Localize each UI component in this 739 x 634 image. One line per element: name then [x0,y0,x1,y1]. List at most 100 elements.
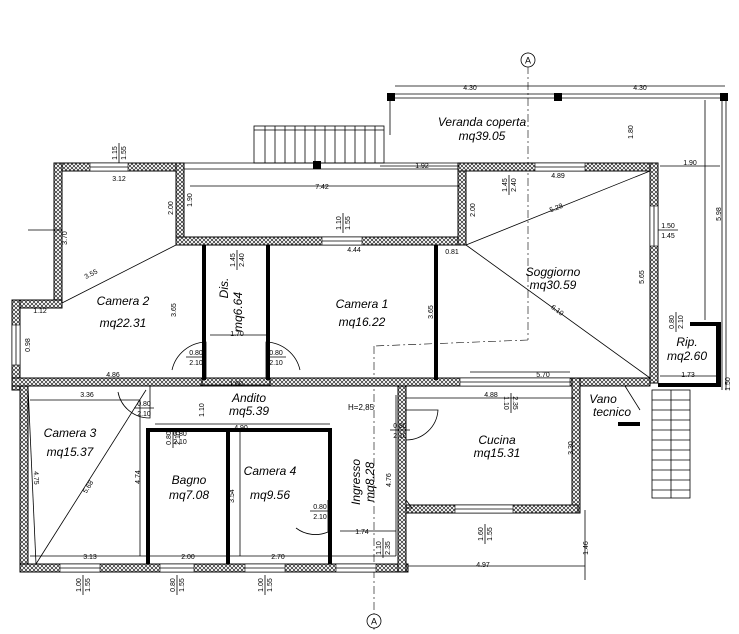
opening-label: 1.00 1.55 [258,575,274,595]
svg-text:3.13: 3.13 [83,554,97,561]
svg-text:2.10: 2.10 [393,433,407,440]
svg-text:0.80: 0.80 [166,431,173,445]
svg-text:1.00: 1.00 [258,578,265,592]
svg-text:2.10: 2.10 [173,439,187,446]
room-cucina: Cucina mq15.31 [474,433,521,460]
svg-text:2.40: 2.40 [511,178,518,192]
svg-text:3.55: 3.55 [84,268,99,280]
diagonals [27,170,651,565]
room-name: Cucina [478,433,516,447]
svg-text:5.65: 5.65 [639,270,646,284]
svg-text:7.42: 7.42 [315,184,329,191]
svg-text:1.15: 1.15 [112,146,119,160]
svg-text:1.70: 1.70 [230,331,244,338]
svg-text:0.80: 0.80 [313,504,327,511]
stairs-top [253,125,385,164]
opening-label: 0.80 1.55 [170,575,186,595]
svg-text:2.10: 2.10 [175,431,182,445]
room-name: Dis. [217,278,231,299]
svg-text:1.46: 1.46 [583,541,590,555]
svg-text:2.35: 2.35 [511,396,518,410]
room-area: mq2.60 [667,349,707,363]
room-dis: Dis. mq6.64 [217,278,245,332]
room-name: Camera 3 [44,426,97,440]
room-name: Vano [589,392,617,406]
svg-text:1.00: 1.00 [76,578,83,592]
room-area: mq15.37 [47,445,95,459]
opening-label: 1.45 2.40 [230,250,246,270]
svg-text:4.97: 4.97 [476,562,490,569]
pillar [387,93,395,101]
svg-text:0.80: 0.80 [269,350,283,357]
opening-label: 1.60 1.55 [478,524,494,544]
opening-label: 0.80 2.10 [669,312,685,332]
room-name: Ingresso [349,459,363,505]
svg-text:4.86: 4.86 [106,372,120,379]
svg-text:1.45: 1.45 [661,233,675,240]
room-area: mq39.05 [459,129,506,143]
svg-text:0.80: 0.80 [669,315,676,329]
opening-label: 2.35 1.10 [502,393,518,413]
svg-text:1.10: 1.10 [376,541,383,555]
room-area: mq8.28 [363,462,377,502]
room-area: mq30.59 [530,278,577,292]
svg-text:4.30: 4.30 [463,85,477,92]
doors [117,341,641,535]
opening-label: 0.80 2.10 [390,423,410,440]
svg-text:2.35: 2.35 [385,541,392,555]
room-name: Camera 2 [97,294,150,308]
veranda [180,93,728,390]
walls [11,162,659,573]
svg-text:1.55: 1.55 [267,578,274,592]
svg-text:4.90: 4.90 [234,425,248,432]
room-area: mq9.56 [250,488,290,502]
svg-text:1.55: 1.55 [85,578,92,592]
svg-text:0.80: 0.80 [393,423,407,430]
svg-text:1.92: 1.92 [415,163,429,170]
pillar [720,93,728,101]
room-camera4: Camera 4 mq9.56 [244,464,297,502]
room-soggiorno: Soggiorno mq30.59 [526,265,581,292]
svg-text:1.10: 1.10 [336,216,343,230]
svg-text:4.44: 4.44 [347,247,361,254]
room-name: Bagno [172,473,207,487]
svg-text:1.73: 1.73 [681,372,695,379]
svg-text:3.12: 3.12 [112,176,126,183]
svg-text:1.60: 1.60 [478,527,485,541]
svg-text:2.00: 2.00 [168,201,175,215]
svg-text:0.80: 0.80 [173,431,187,438]
opening-label: 0.80 2.10 [266,350,286,367]
opening-label: 0.80 2.10 [310,504,330,521]
room-name: Veranda coperta [438,115,527,129]
svg-text:2.00: 2.00 [181,554,195,561]
ceiling-height-label: H=2,85 [348,403,375,412]
pillar [313,161,321,169]
svg-text:5.98: 5.98 [716,207,723,221]
svg-text:4.88: 4.88 [484,392,498,399]
svg-text:2.10: 2.10 [678,315,685,329]
svg-text:1.90: 1.90 [187,193,194,207]
svg-text:1.80: 1.80 [628,125,635,139]
svg-text:0.98: 0.98 [25,338,32,352]
svg-text:4.74: 4.74 [135,470,142,484]
room-name: Soggiorno [526,265,581,279]
opening-label: 1.00 1.55 [76,575,92,595]
svg-text:3.65: 3.65 [171,303,178,317]
opening-label: 0.80 2.10 [166,428,182,448]
svg-text:6.10: 6.10 [549,304,564,318]
room-camera1: Camera 1 mq16.22 [336,297,389,329]
section-marker-bottom [366,613,382,629]
room-name: Rip. [676,335,697,349]
opening-label: 1.50 1.45 [658,223,678,240]
svg-text:1.90: 1.90 [683,160,697,167]
svg-text:1.74: 1.74 [355,529,369,536]
room-ingresso: Ingresso mq8.28 [349,459,377,505]
svg-text:3.54: 3.54 [229,489,236,503]
dimension-lines [30,85,725,580]
svg-text:0.80: 0.80 [189,350,203,357]
stairs-bottom [651,389,691,499]
windows [11,162,659,573]
svg-text:1.55: 1.55 [345,216,352,230]
svg-text:2.10: 2.10 [313,514,327,521]
